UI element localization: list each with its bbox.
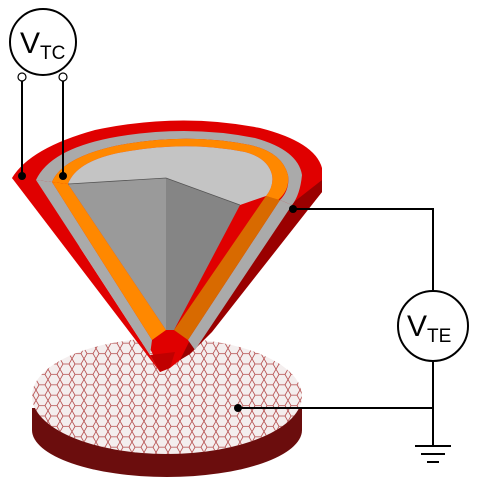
contact-dot-icon (59, 172, 67, 180)
inner-wall-cut-right (174, 196, 280, 340)
wire-te-top (293, 208, 434, 290)
meter-tc-label-main: V (20, 27, 40, 60)
wires (21, 80, 434, 445)
inner-wall-cut-left (52, 182, 166, 340)
contact-dot-icon (18, 172, 26, 180)
core-edge (67, 177, 241, 206)
ground-symbol-icon (415, 445, 451, 463)
tip-apex (150, 352, 175, 372)
meter-tc-circle (9, 8, 77, 76)
meter-te-circle (397, 290, 469, 362)
middle-wall-cut-left (36, 180, 152, 355)
meter-te-label-sub: TE (427, 326, 451, 347)
meter-tc-terminal-left (17, 72, 27, 82)
meter-tc-terminal-right (58, 72, 68, 82)
meter-te: VTE (397, 290, 469, 362)
meter-te-label: VTE (407, 310, 451, 347)
meter-tc: VTC (9, 8, 77, 82)
core-face-left (68, 178, 166, 330)
sample-lattice (32, 338, 302, 454)
core-face-right (166, 178, 240, 330)
sample-disc (32, 338, 302, 477)
meter-tc-label: VTC (20, 27, 65, 64)
meter-te-label-main: V (407, 310, 427, 343)
contact-dot-icon (289, 205, 297, 213)
contact-dot-icon (234, 404, 242, 412)
cone-tip (12, 120, 322, 373)
inner-layer-rim (52, 138, 289, 200)
meter-tc-label-sub: TC (40, 43, 65, 64)
outer-wall-cut-left (12, 178, 160, 372)
core-top (68, 146, 273, 205)
middle-wall-cut-right (188, 200, 292, 350)
